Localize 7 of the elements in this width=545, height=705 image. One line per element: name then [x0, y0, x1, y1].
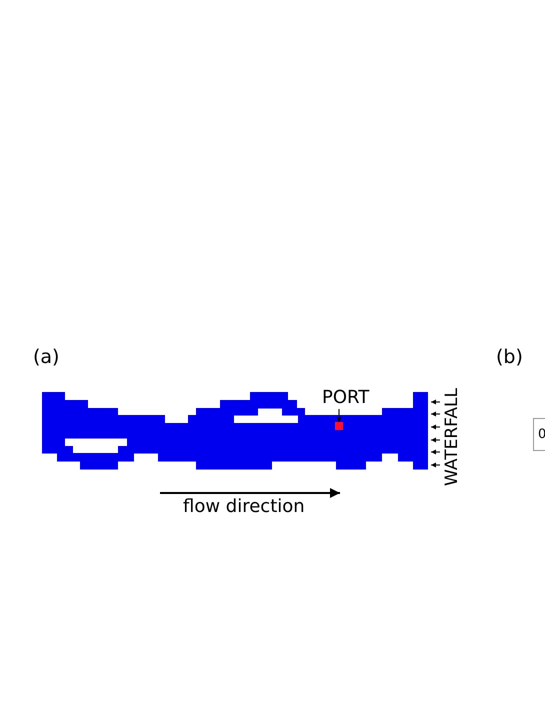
caption-text: flow direction — [183, 498, 305, 516]
port-marker — [335, 422, 343, 430]
panel-label: (a) — [33, 348, 60, 367]
port-label: PORT — [322, 389, 370, 407]
panel-label: (b) — [496, 348, 523, 367]
axis-label: WATERFALL — [444, 388, 461, 486]
leader-arrow — [336, 408, 342, 422]
